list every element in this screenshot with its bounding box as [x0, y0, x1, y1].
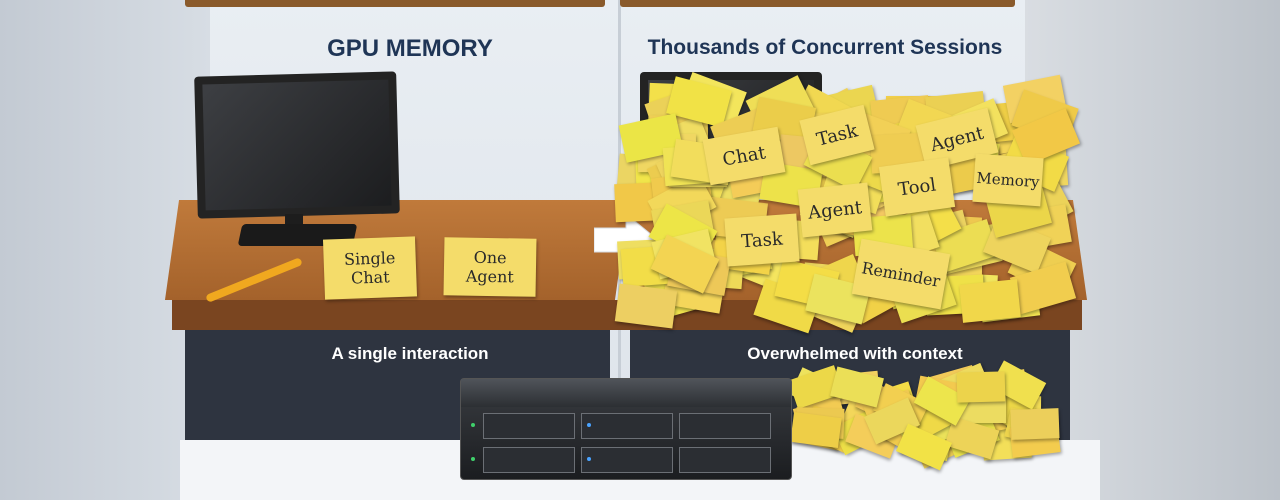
server-bay [483, 447, 575, 473]
status-led [587, 423, 591, 427]
left-desk-front [172, 300, 622, 330]
server-bay [679, 447, 771, 473]
note-one-agent: One Agent [443, 237, 537, 297]
server-bay [581, 413, 673, 439]
blank-sticky-note [790, 412, 842, 448]
fallen-note-pile [770, 360, 1061, 471]
blank-sticky-note [614, 283, 677, 329]
status-led [471, 423, 475, 427]
monitor-icon [194, 71, 400, 219]
server-top [461, 379, 791, 407]
blank-sticky-note [956, 371, 1006, 404]
note-single-chat: Single Chat [322, 236, 418, 300]
monitor-screen [202, 79, 392, 211]
note-agent-middle: Agent [797, 182, 873, 238]
blank-sticky-note [959, 279, 1021, 324]
blank-sticky-note [1010, 408, 1060, 440]
top-shelf-left [185, 0, 605, 7]
server-bay [679, 413, 771, 439]
server-bay [483, 413, 575, 439]
server-rack-icon [460, 378, 792, 480]
note-task-middle: Task [724, 213, 800, 267]
status-led [471, 457, 475, 461]
single-interaction-caption: A single interaction [331, 344, 489, 363]
server-bay [581, 447, 673, 473]
note-tool: Tool [878, 157, 956, 217]
status-led [587, 457, 591, 461]
gpu-memory-heading: GPU MEMORY [327, 35, 493, 62]
top-shelf-right [620, 0, 1015, 7]
note-memory: Memory [972, 153, 1044, 207]
overwhelmed-caption: Overwhelmed with context [747, 344, 963, 363]
sessions-heading: Thousands of Concurrent Sessions [647, 36, 1003, 59]
